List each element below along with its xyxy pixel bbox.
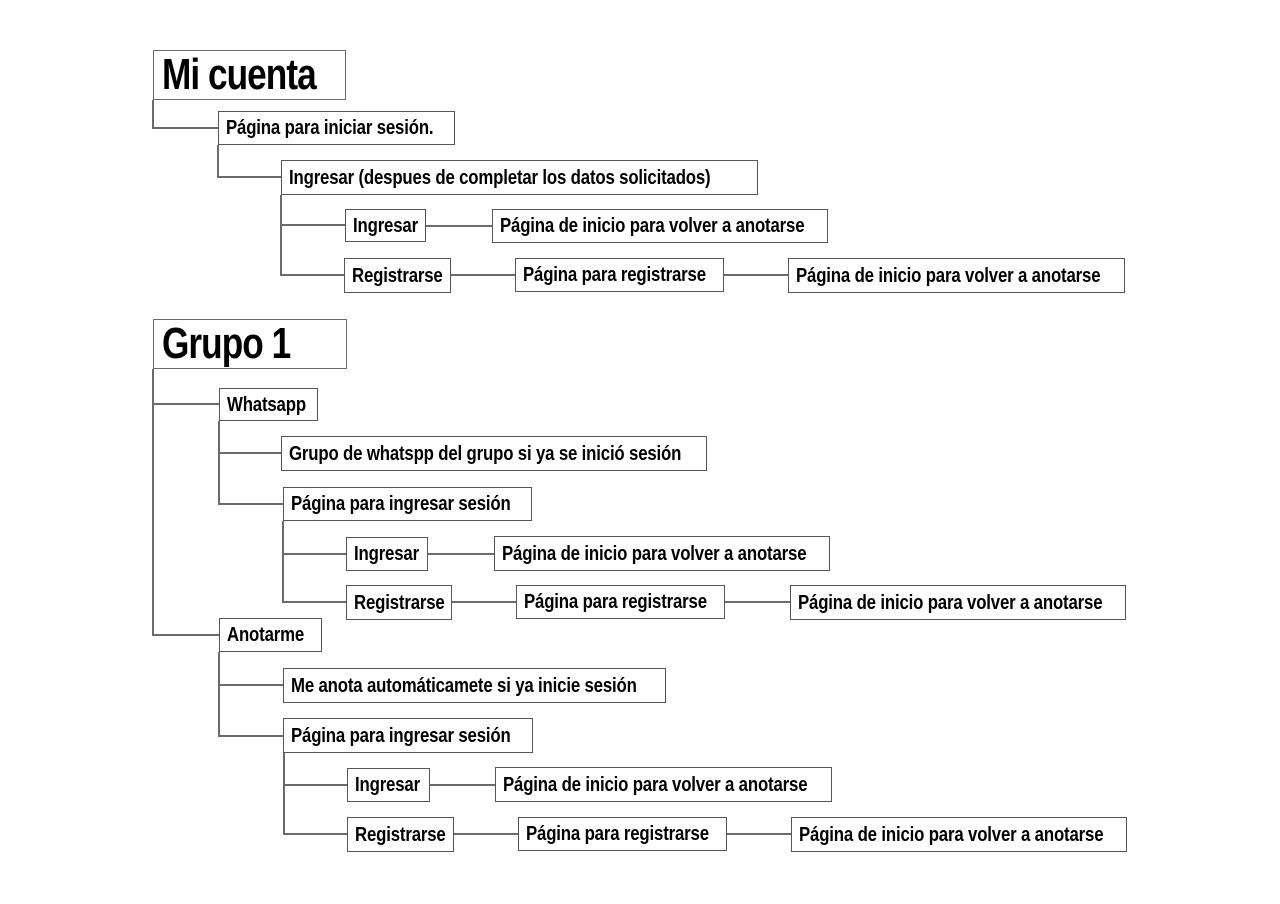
node-label-n19: Me anota automáticamete si ya inicie ses… [291, 674, 637, 697]
connector-n10-to-n12 [218, 421, 283, 505]
node-label-n04: Ingresar [353, 214, 418, 237]
connector-n18-to-n20 [218, 652, 283, 737]
node-box-n08[interactable]: Página de inicio para volver a anotarse [788, 258, 1125, 293]
node-box-n20[interactable]: Página para ingresar sesión [283, 718, 533, 753]
node-label-n06: Registrarse [352, 264, 443, 287]
node-box-n17[interactable]: Página de inicio para volver a anotarse [790, 585, 1126, 620]
node-label-n11: Grupo de whatspp del grupo si ya se inic… [289, 442, 682, 465]
node-label-n05: Página de inicio para volver a anotarse [500, 215, 805, 237]
node-box-n19[interactable]: Me anota automáticamete si ya inicie ses… [283, 668, 666, 703]
node-box-n09[interactable]: Grupo 1 [153, 319, 347, 369]
node-box-n15[interactable]: Registrarse [346, 585, 452, 620]
connector-n20-to-n21 [283, 753, 347, 786]
node-label-n02: Página para iniciar sesión. [226, 117, 434, 139]
connector-n12-to-n13 [282, 521, 346, 555]
node-box-n24[interactable]: Página para registrarse [518, 817, 727, 851]
node-label-n21: Ingresar [355, 774, 420, 796]
node-label-n20: Página para ingresar sesión [291, 724, 511, 747]
node-label-n17: Página de inicio para volver a anotarse [798, 591, 1103, 614]
connector-n12-to-n15 [282, 521, 346, 603]
node-box-n06[interactable]: Registrarse [344, 258, 451, 293]
node-label-n10: Whatsapp [227, 393, 306, 416]
node-label-n24: Página para registrarse [526, 823, 709, 845]
connector-n10-to-n11 [218, 421, 281, 454]
node-box-n22[interactable]: Página de inicio para volver a anotarse [495, 767, 832, 802]
node-box-n01[interactable]: Mi cuenta [153, 50, 346, 100]
node-label-n23: Registrarse [355, 823, 446, 846]
node-box-n10[interactable]: Whatsapp [219, 388, 318, 421]
node-label-n01: Mi cuenta [162, 50, 317, 99]
node-label-n15: Registrarse [354, 591, 445, 614]
connector-n03-to-n04 [280, 195, 345, 226]
node-box-n03[interactable]: Ingresar (despues de completar los datos… [281, 160, 758, 195]
node-label-n16: Página para registrarse [524, 591, 707, 613]
node-box-n18[interactable]: Anotarme [219, 618, 322, 652]
node-box-n12[interactable]: Página para ingresar sesión [283, 487, 532, 521]
node-label-n13: Ingresar [354, 543, 419, 565]
connector-n09-to-n10 [152, 369, 219, 405]
connector-n20-to-n23 [283, 753, 347, 835]
node-label-n14: Página de inicio para volver a anotarse [502, 542, 807, 565]
node-box-n13[interactable]: Ingresar [346, 537, 428, 571]
connector-n01-to-n02 [152, 100, 218, 129]
node-label-n18: Anotarme [227, 624, 305, 646]
connector-n09-to-n18 [152, 369, 219, 636]
node-box-n04[interactable]: Ingresar [345, 209, 426, 242]
node-box-n23[interactable]: Registrarse [347, 817, 454, 852]
node-box-n11[interactable]: Grupo de whatspp del grupo si ya se inic… [281, 436, 707, 471]
node-box-n16[interactable]: Página para registrarse [516, 585, 725, 619]
node-label-n09: Grupo 1 [162, 319, 291, 368]
node-box-n25[interactable]: Página de inicio para volver a anotarse [791, 817, 1127, 852]
node-box-n02[interactable]: Página para iniciar sesión. [218, 111, 455, 145]
node-label-n07: Página para registrarse [523, 264, 706, 286]
node-box-n14[interactable]: Página de inicio para volver a anotarse [494, 536, 830, 571]
node-label-n22: Página de inicio para volver a anotarse [503, 773, 808, 796]
connector-n18-to-n19 [218, 652, 283, 686]
node-label-n25: Página de inicio para volver a anotarse [799, 823, 1104, 846]
node-label-n12: Página para ingresar sesión [291, 493, 511, 515]
node-box-n05[interactable]: Página de inicio para volver a anotarse [492, 209, 828, 243]
node-label-n08: Página de inicio para volver a anotarse [796, 264, 1101, 287]
node-box-n07[interactable]: Página para registrarse [515, 258, 724, 292]
connector-n03-to-n06 [280, 195, 344, 276]
node-box-n21[interactable]: Ingresar [347, 768, 430, 802]
connector-n02-to-n03 [217, 145, 281, 178]
node-label-n03: Ingresar (despues de completar los datos… [289, 166, 711, 189]
